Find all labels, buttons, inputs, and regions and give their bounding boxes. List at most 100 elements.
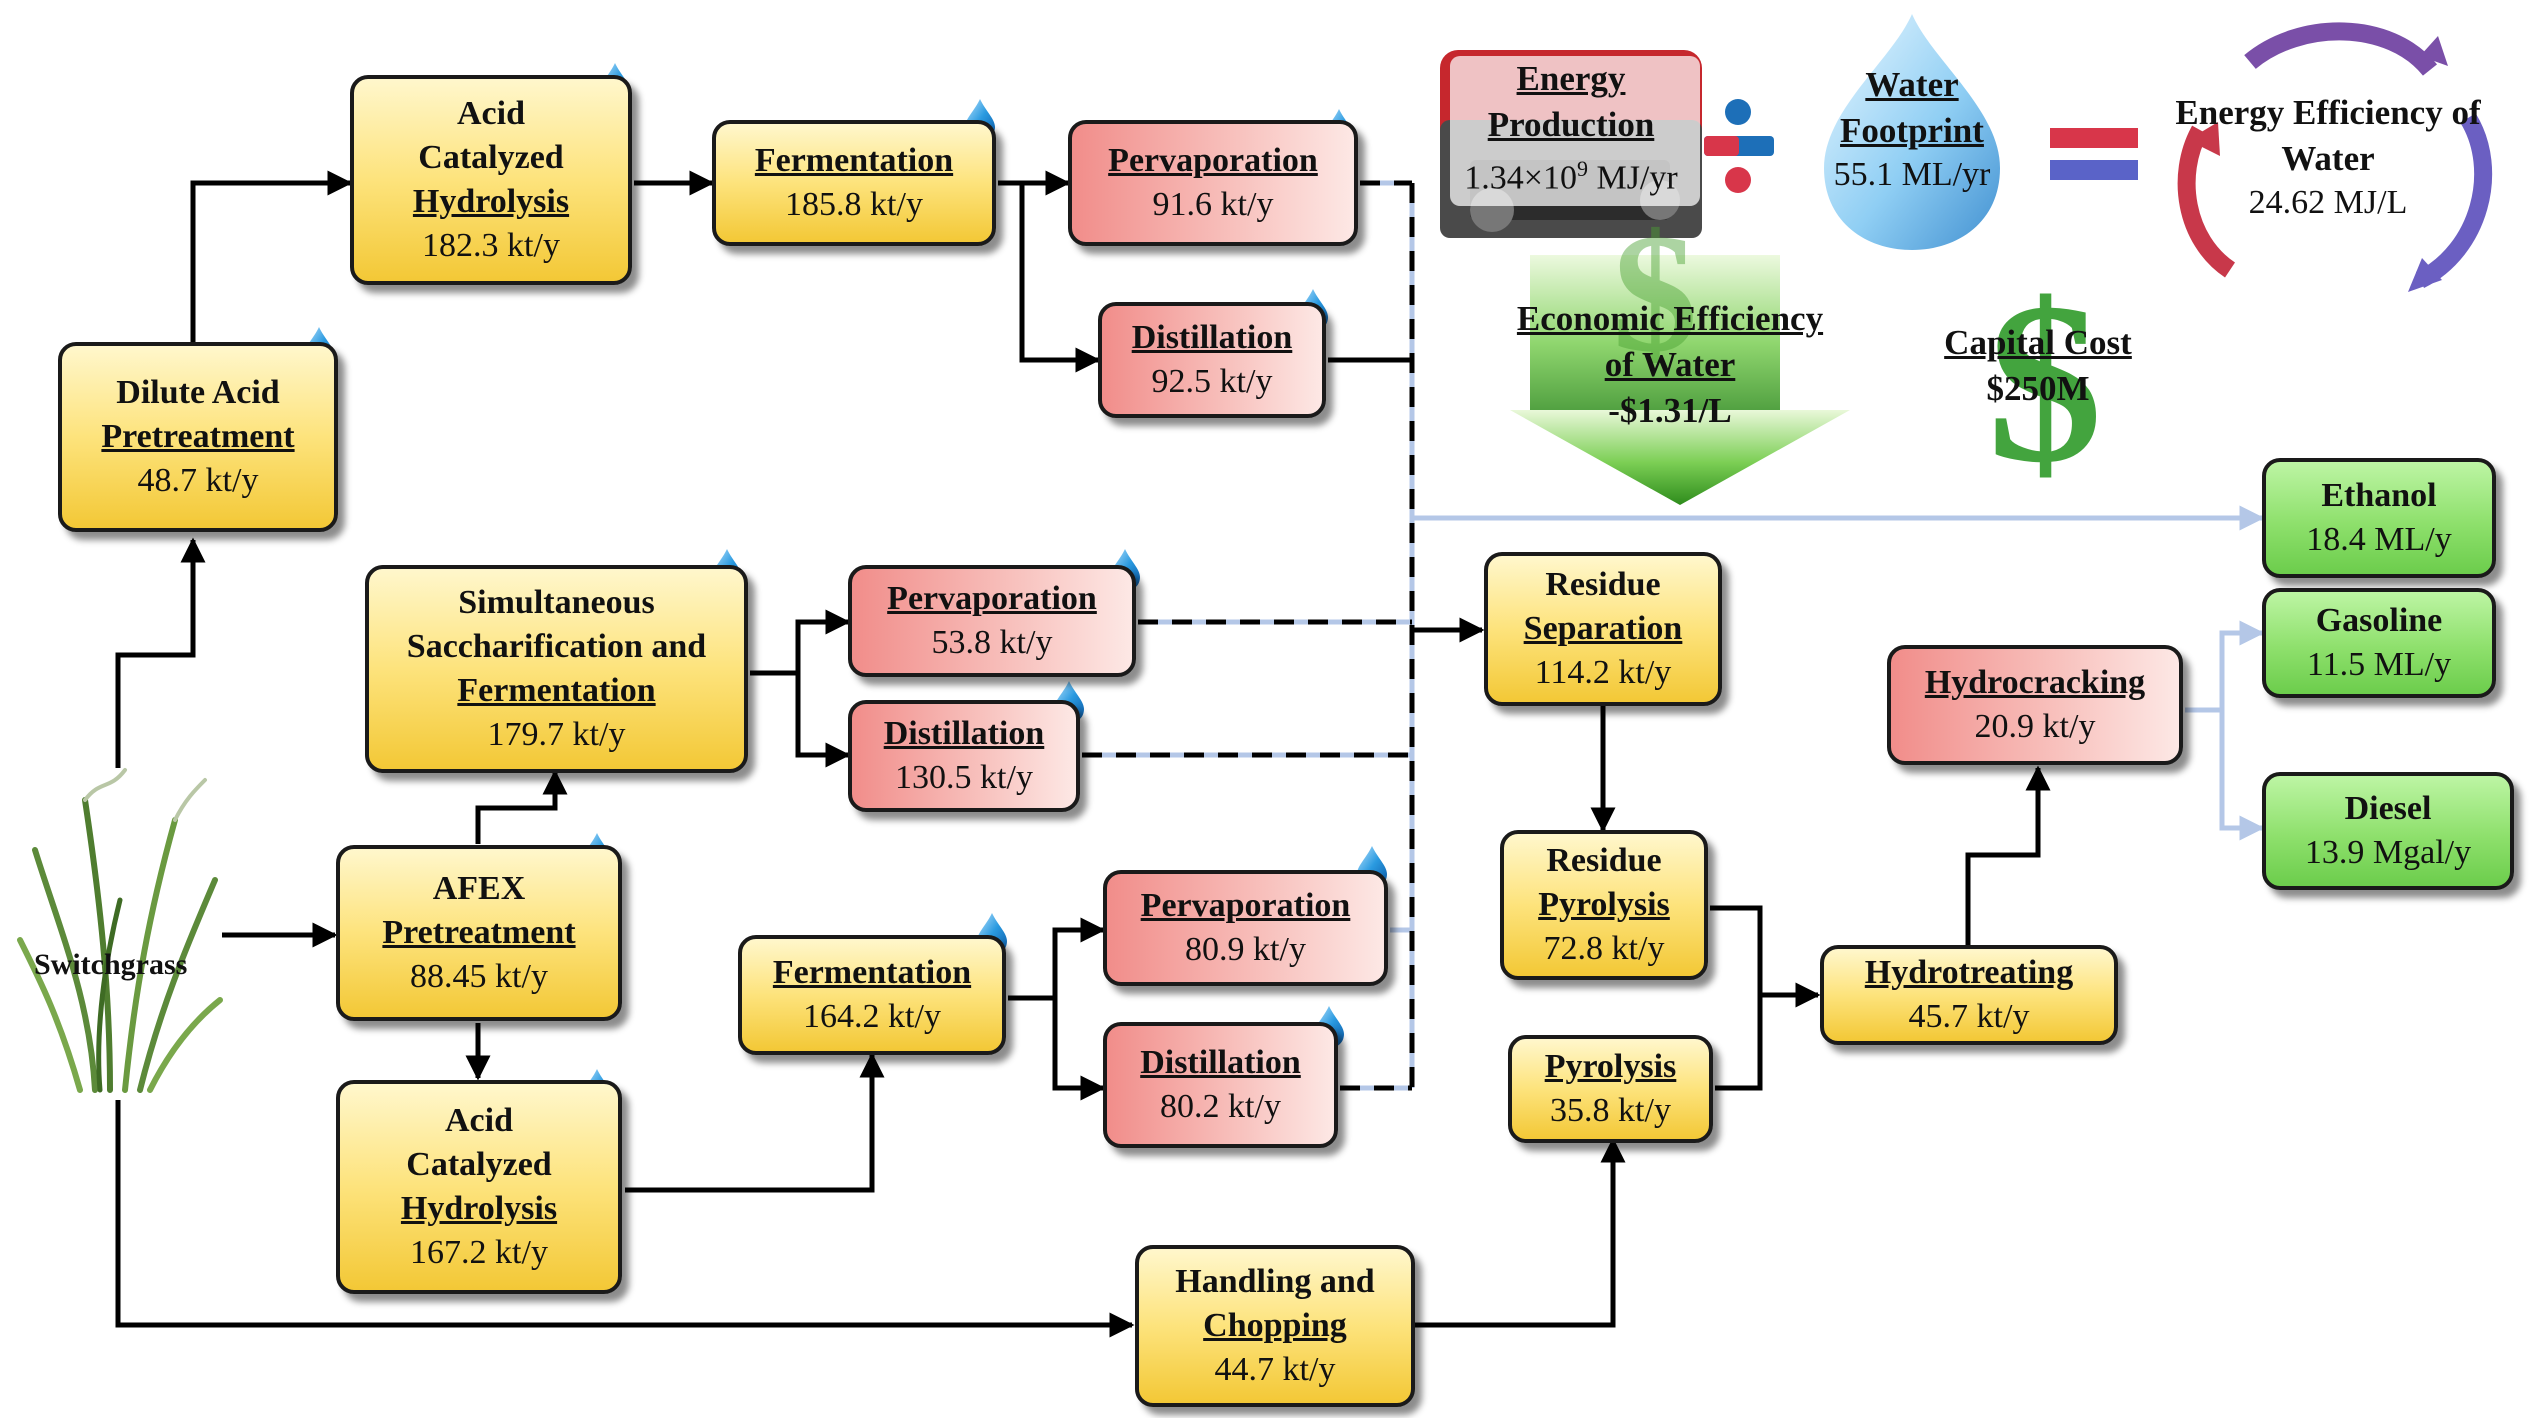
down-arrow-dollar-icon: $ [1510, 199, 1850, 505]
box-value: 44.7 kt/y [1214, 1351, 1336, 1388]
box-value: 114.2 kt/y [1534, 654, 1672, 691]
capital-cost-metric: Capital Cost $250M [1908, 320, 2168, 412]
box-value: 18.4 ML/y [2306, 521, 2452, 558]
box-title: Hydrolysis [400, 1190, 558, 1227]
box-value: 53.8 kt/y [931, 624, 1053, 661]
box-value: 88.45 kt/y [410, 958, 548, 995]
box-title: Pyrolysis [1538, 886, 1670, 923]
metric-value: 55.1 ML/yr [1833, 156, 1991, 193]
metric-title: Economic Efficiency [1516, 299, 1824, 338]
box-title: Hydrocracking [1924, 664, 2146, 701]
distillation-mid-box: Distillation 130.5 kt/y [848, 700, 1080, 812]
metric-title: Footprint [1840, 111, 1984, 150]
metric-value: $250M [1986, 369, 2090, 408]
box-title: Hydrolysis [412, 183, 570, 220]
box-title: Pretreatment [101, 418, 295, 455]
box-title: Catalyzed [406, 1146, 552, 1183]
metric-value-unit: MJ/yr [1587, 159, 1678, 197]
dollar-sign-icon: $ [1988, 255, 2103, 510]
water-footprint-metric: Water Footprint 55.1 ML/yr [1800, 62, 2024, 196]
metric-title: Energy [1516, 59, 1626, 98]
pervaporation-bottom-box: Pervaporation 80.9 kt/y [1103, 870, 1388, 986]
engine-icon [1440, 50, 1702, 238]
ethanol-product-box: Ethanol 18.4 ML/y [2262, 458, 2496, 578]
recycle-icon [2177, 22, 2493, 292]
box-title: Fermentation [772, 954, 972, 991]
metric-title: of Water [1604, 345, 1736, 384]
box-title: Diesel [2344, 790, 2432, 827]
acid-catalyzed-hydrolysis-top-box: Acid Catalyzed Hydrolysis 182.3 kt/y [350, 75, 632, 285]
metric-title: Water [2281, 139, 2375, 178]
box-value: 20.9 kt/y [1974, 708, 2096, 745]
box-title: Acid [445, 1102, 513, 1139]
box-title: Residue [1546, 842, 1662, 879]
box-value: 45.7 kt/y [1908, 998, 2030, 1035]
pyrolysis-box: Pyrolysis 35.8 kt/y [1508, 1035, 1713, 1143]
metric-value: -$1.31/L [1608, 391, 1732, 430]
box-title: Pyrolysis [1544, 1048, 1677, 1085]
pervaporation-mid-box: Pervaporation 53.8 kt/y [848, 565, 1136, 677]
box-value: 92.5 kt/y [1151, 363, 1273, 400]
box-title: Pretreatment [382, 914, 576, 951]
box-title: Hydrotreating [1864, 954, 2074, 991]
hydrocracking-box: Hydrocracking 20.9 kt/y [1887, 645, 2183, 765]
box-value: 167.2 kt/y [410, 1234, 548, 1271]
box-title: Distillation [1131, 319, 1293, 356]
metric-value: 1.34×109 MJ/yr [1435, 148, 1707, 199]
box-title: Distillation [883, 715, 1045, 752]
box-title: Acid [457, 95, 525, 132]
dilute-acid-pretreatment-box: Dilute Acid Pretreatment 48.7 kt/y [58, 342, 338, 532]
diesel-product-box: Diesel 13.9 Mgal/y [2262, 772, 2514, 890]
box-title: Dilute Acid [116, 374, 280, 411]
box-title: Chopping [1203, 1307, 1347, 1344]
ssf-box: Simultaneous Saccharification and Fermen… [365, 565, 748, 773]
metric-value-base: 1.34×10 [1464, 159, 1577, 197]
distillation-top-box: Distillation 92.5 kt/y [1098, 302, 1326, 418]
metric-title: Water [1865, 65, 1959, 104]
acid-catalyzed-hydrolysis-bottom-box: Acid Catalyzed Hydrolysis 167.2 kt/y [336, 1080, 622, 1294]
metric-value-exponent: 9 [1576, 156, 1588, 181]
box-value: 182.3 kt/y [422, 227, 560, 264]
pervaporation-top-box: Pervaporation 91.6 kt/y [1068, 120, 1358, 246]
box-title: Fermentation [457, 672, 656, 709]
box-value: 48.7 kt/y [137, 462, 259, 499]
residue-pyrolysis-box: Residue Pyrolysis 72.8 kt/y [1500, 830, 1708, 980]
box-title: Separation [1523, 610, 1683, 647]
division-icon [1704, 99, 1774, 193]
switchgrass-icon [17, 768, 223, 1093]
gasoline-product-box: Gasoline 11.5 ML/y [2262, 588, 2496, 698]
fermentation-bottom-box: Fermentation 164.2 kt/y [738, 935, 1006, 1055]
box-title: Pervaporation [1108, 142, 1318, 179]
equals-icon [2050, 128, 2138, 180]
box-title: AFEX [432, 870, 526, 907]
hydrotreating-box: Hydrotreating 45.7 kt/y [1820, 945, 2118, 1045]
switchgrass-label: Switchgrass [34, 948, 188, 981]
box-value: 164.2 kt/y [803, 998, 941, 1035]
mixed-flow-dashes [1082, 180, 1415, 1091]
box-title: Saccharification and [406, 628, 707, 665]
metric-title: Capital Cost [1944, 323, 2132, 362]
box-title: Pervaporation [887, 580, 1097, 617]
box-title: Residue [1545, 566, 1661, 603]
svg-text:$: $ [1613, 199, 1698, 387]
box-title: Ethanol [2321, 477, 2437, 514]
metric-title: Production [1487, 105, 1655, 144]
box-value: 72.8 kt/y [1543, 930, 1665, 967]
box-title: Distillation [1140, 1044, 1301, 1081]
water-drop-icon [1824, 14, 2000, 250]
box-value: 179.7 kt/y [487, 716, 626, 753]
box-value: 185.8 kt/y [785, 186, 923, 223]
metric-value: 24.62 MJ/L [2248, 184, 2408, 221]
box-value: 91.6 kt/y [1152, 186, 1274, 223]
economic-efficiency-metric: Economic Efficiency of Water -$1.31/L [1470, 296, 1870, 434]
afex-pretreatment-box: AFEX Pretreatment 88.45 kt/y [336, 845, 622, 1021]
handling-chopping-box: Handling and Chopping 44.7 kt/y [1135, 1245, 1415, 1407]
fermentation-top-box: Fermentation 185.8 kt/y [712, 120, 996, 246]
residue-separation-box: Residue Separation 114.2 kt/y [1484, 552, 1722, 706]
box-title: Catalyzed [418, 139, 564, 176]
energy-production-metric: Energy Production 1.34×109 MJ/yr [1435, 56, 1707, 199]
box-value: 13.9 Mgal/y [2304, 834, 2472, 871]
box-value: 35.8 kt/y [1550, 1092, 1671, 1129]
distillation-bottom-box: Distillation 80.2 kt/y [1103, 1022, 1338, 1148]
